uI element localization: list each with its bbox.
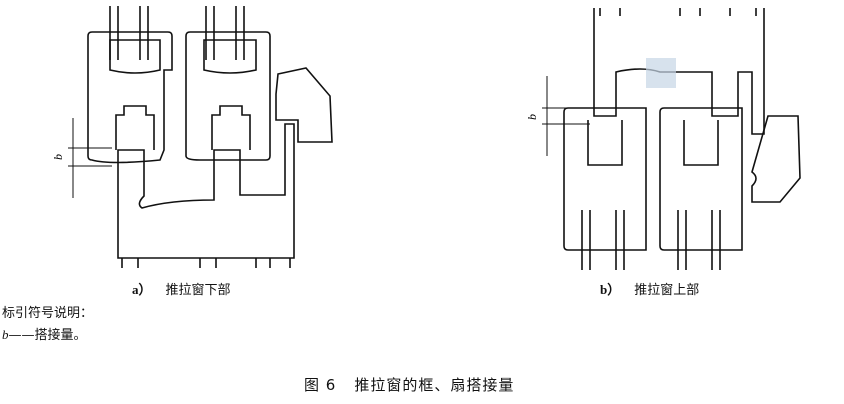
watermark <box>646 58 676 88</box>
figure-title: 图 6 推拉窗的框、扇搭接量 <box>304 374 514 395</box>
caption-a: a） 推拉窗下部 <box>132 279 231 298</box>
caption-b-text: 推拉窗上部 <box>634 283 700 298</box>
legend-item: b——搭接量。 <box>2 324 87 343</box>
figure-number: 图 6 <box>304 376 337 394</box>
legend-dash: —— <box>8 328 35 343</box>
dimension-b-label-a: b <box>51 154 65 160</box>
caption-a-label: a） <box>132 282 152 297</box>
legend-heading: 标引符号说明： <box>2 306 94 321</box>
figure-title-text: 推拉窗的框、扇搭接量 <box>354 376 515 394</box>
dimension-b-label-b: b <box>525 114 539 120</box>
caption-b-label: b） <box>600 282 621 297</box>
legend-description: 搭接量。 <box>34 328 87 343</box>
caption-a-text: 推拉窗下部 <box>165 283 231 298</box>
caption-b: b） 推拉窗上部 <box>600 279 699 298</box>
legend-symbol: b <box>2 327 9 342</box>
